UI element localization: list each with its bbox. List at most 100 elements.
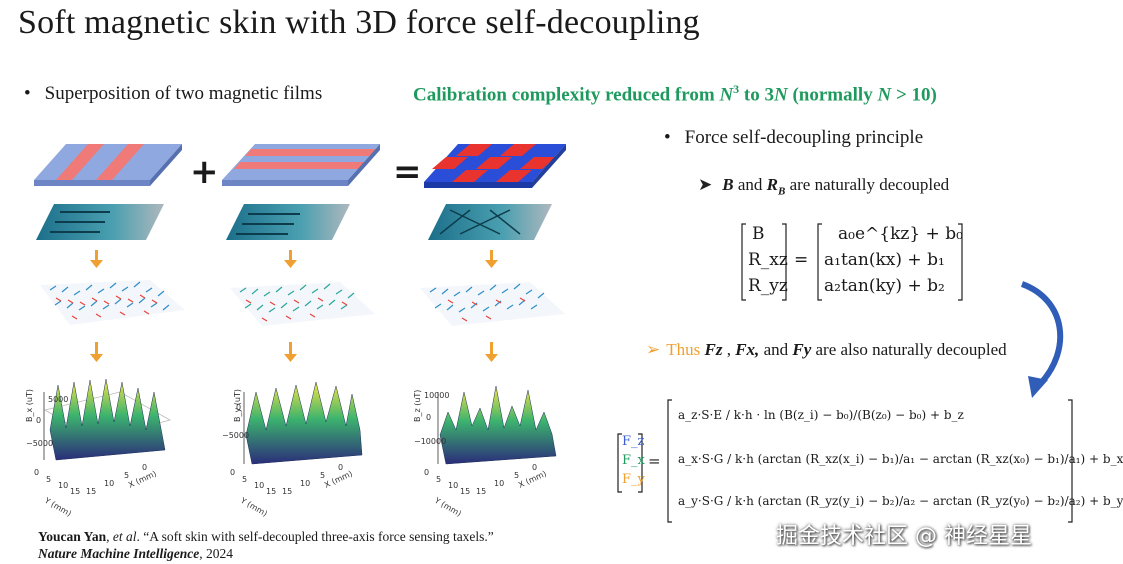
plot3-ylabel: B_z (uT) (413, 390, 422, 422)
citation-text: . “A soft skin with self-decoupled three… (136, 529, 494, 544)
plot2-tick: 15 (282, 487, 292, 496)
highlight-prefix: Calibration complexity reduced from (413, 84, 720, 106)
principle-text: Force self-decoupling principle (684, 127, 924, 148)
plot2-tick: −5000 (222, 431, 249, 440)
sub2-sep: , (722, 340, 736, 359)
matrix-brackets (741, 223, 963, 301)
plot2-x-axis-label: X (mm) (323, 469, 354, 490)
symbol-fx: Fx, (735, 340, 760, 359)
symbol-rb-sub: B (777, 185, 786, 198)
highlight-n3: N (877, 84, 892, 106)
plot2-tick: 0 (338, 463, 343, 472)
plot3-tick: 5 (514, 471, 519, 480)
bullet-principle: • Force self-decoupling principle (664, 127, 923, 149)
sub1-and: and (733, 175, 767, 194)
sub2-and: and (759, 340, 793, 359)
film-3 (424, 144, 566, 188)
plot1-y-axis-label: Y (mm) (42, 495, 73, 518)
watermark: 掘金技术社区 @ 神经星星 (776, 524, 1032, 549)
eq1-rhs-1: a₀e^{kz} + b₀ (838, 224, 963, 244)
sensor-photo-3 (428, 204, 552, 240)
plot3-x-axis-label: X (mm) (517, 469, 548, 490)
vector-field-3 (420, 282, 565, 326)
sub2-lead: Thus (666, 340, 705, 359)
eq2-row-fy: a_y·S·G / k·h (arctan (R_yz(y_i) − b₂)/a… (678, 494, 1123, 508)
citation-etal: , et al (106, 529, 137, 544)
plot2-tick: 5 (320, 471, 325, 480)
arrow-bullet-icon: ➢ (646, 340, 661, 359)
sub-bullet-forces: ➢Thus Fz , Fx, and Fy are also naturally… (646, 340, 1007, 360)
plot2-tick: 15 (266, 487, 276, 496)
plot1-tick: 10 (58, 481, 68, 490)
highlight-end: > 10) (891, 84, 937, 106)
eq1-rhs-2: a₁tan(kx) + b₁ (824, 250, 945, 270)
plot2-ylabel: B_y (uT) (233, 389, 242, 422)
eq1-lhs-b: B (752, 224, 765, 244)
symbol-fy: Fy (792, 340, 812, 359)
plus-operator: + (190, 152, 219, 192)
plot2-tick: 0 (236, 403, 241, 412)
eq1-rhs-3: a₂tan(ky) + b₂ (824, 276, 945, 296)
eq2-lhs-fz: F_z (622, 434, 645, 449)
plot1-tick: 5000 (48, 395, 68, 404)
highlight-n2: N (774, 84, 788, 106)
plot2-tick: 10 (254, 481, 264, 490)
plot3-tick: 5 (436, 475, 441, 484)
plot2-y-axis-label: Y (mm) (238, 495, 269, 518)
plot2-tick: 10 (300, 479, 310, 488)
eq2-row-fx: a_x·S·G / k·h (arctan (R_xz(x_i) − b₁)/a… (678, 452, 1123, 466)
plot1-tick: −5000 (26, 439, 53, 448)
equation-decoupled: B R_xz R_yz = a₀e^{kz} + b₀ a₁tan(kx) + … (740, 222, 972, 302)
sub1-rest: are naturally decoupled (785, 175, 950, 194)
plot3-tick: 10 (448, 481, 458, 490)
surface-plot-3 (437, 385, 557, 465)
vector-field-1 (40, 280, 185, 325)
plot1-tick: 0 (34, 468, 39, 477)
plot3-tick: 10000 (424, 391, 449, 400)
page-title: Soft magnetic skin with 3D force self-de… (18, 4, 700, 41)
highlight-n: N (719, 84, 734, 106)
bullet-dot: • (24, 83, 31, 104)
plot3-tick: 0 (424, 468, 429, 477)
bullet-superposition: •Superposition of two magnetic films (24, 83, 322, 105)
sub-bullet-decoupled: ➤B and RB are naturally decoupled (698, 175, 949, 197)
citation-year: , 2024 (199, 546, 233, 561)
plot3-tick: −10000 (414, 437, 446, 446)
surface-plot-2 (243, 381, 363, 465)
bullet-dot: • (664, 127, 671, 148)
eq1-equals: = (794, 250, 809, 270)
citation-author: Youcan Yan (38, 529, 107, 544)
matrix-brackets (617, 399, 1073, 523)
curved-arrow-icon (1020, 281, 1064, 398)
citation: Youcan Yan, et al. “A soft skin with sel… (38, 528, 494, 562)
plot3-tick: 15 (476, 487, 486, 496)
plot3-tick: 15 (460, 487, 470, 496)
plot2-tick: 0 (230, 468, 235, 477)
highlight-mid: to 3 (739, 84, 774, 106)
eq1-lhs-ryz: R_yz (748, 276, 788, 296)
plot3-y-axis-label: Y (mm) (432, 495, 463, 518)
symbol-rb: R (766, 175, 778, 194)
plot1-tick: 15 (86, 487, 96, 496)
plot1-tick: 15 (70, 487, 80, 496)
sensor-photo-2 (226, 204, 350, 240)
plot1-tick: 10 (104, 479, 114, 488)
equation-forces: F_z F_x F_y = a_z·S·E / k·h · ln (B(z_i)… (616, 396, 1123, 524)
symbol-b: B (722, 175, 734, 194)
sub2-rest: are also naturally decoupled (811, 340, 1007, 359)
eq2-lhs-fy: F_y (622, 472, 645, 487)
plot3-tick: 10 (494, 479, 504, 488)
citation-line-2: Nature Machine Intelligence, 2024 (38, 545, 494, 562)
eq2-row-fz: a_z·S·E / k·h · ln (B(z_i) − b₀)/(B(z₀) … (678, 408, 964, 422)
citation-line-1: Youcan Yan, et al. “A soft skin with sel… (38, 528, 494, 545)
equals-operator: = (393, 152, 422, 192)
plot3-tick: 0 (532, 463, 537, 472)
film-illustrations: B_x (uT) 5000 0 −5000 0 5 10 15 15 10 5 … (25, 144, 566, 518)
highlight-paren: (normally (787, 84, 878, 106)
eq2-lhs-fx: F_x (622, 453, 645, 468)
orange-arrows (90, 250, 498, 362)
plot1-tick: 0 (142, 463, 147, 472)
plot1-ylabel: B_x (uT) (25, 389, 34, 422)
vector-field-2 (230, 282, 375, 326)
highlight-sup: 3 (733, 82, 740, 96)
